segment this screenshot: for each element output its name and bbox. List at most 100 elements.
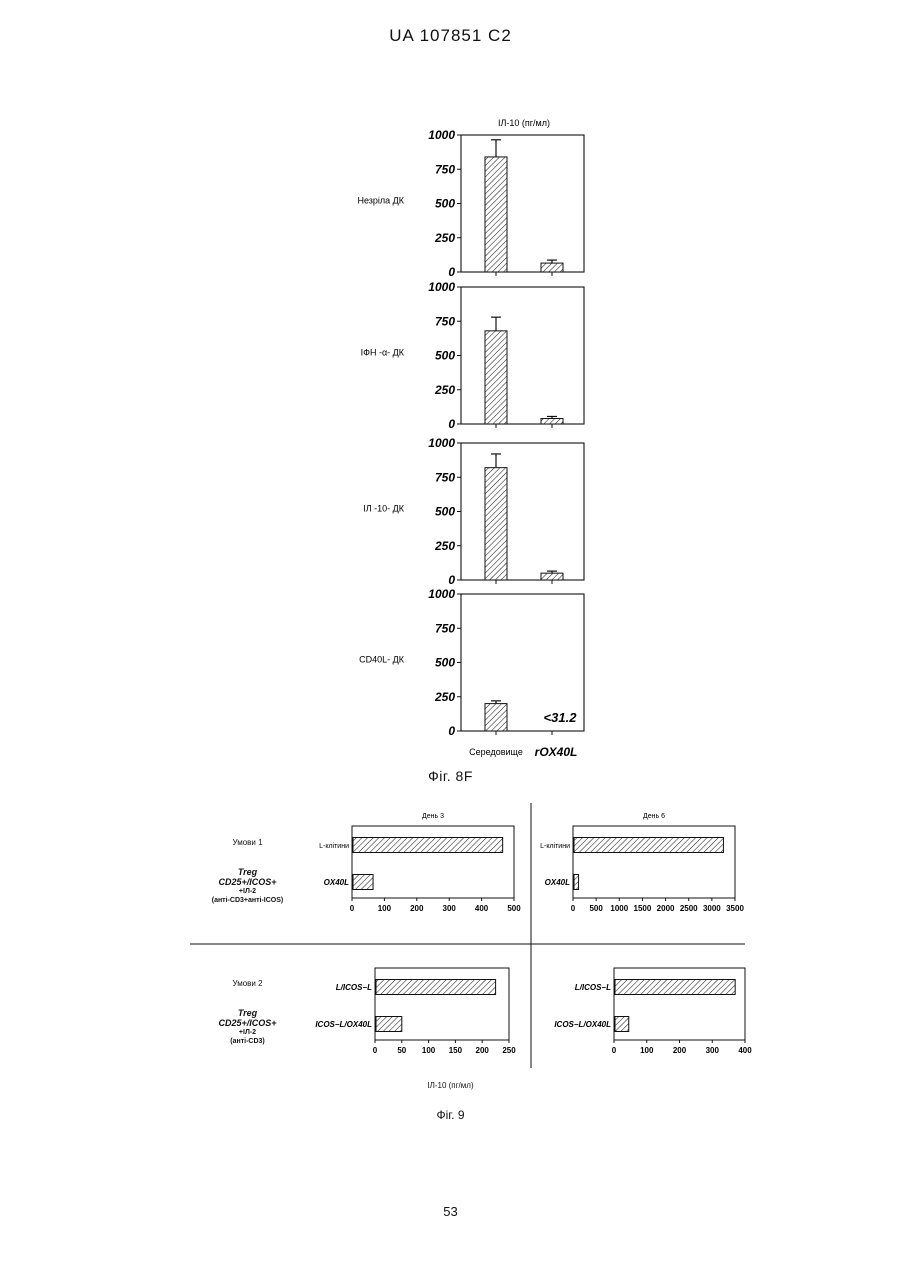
fig9-chart-3: L/ICOS−LICOS−L/OX40L050100150200250 xyxy=(315,968,516,1055)
y-tick-label: 500 xyxy=(435,656,455,670)
y-tick-label: 0 xyxy=(448,417,455,431)
y-tick-label: 500 xyxy=(435,349,455,363)
plot-frame xyxy=(461,443,584,580)
plot-frame xyxy=(461,287,584,424)
fig8-panel-2: ІФН -α- ДК 0 250 500 750 1000 xyxy=(361,280,584,431)
bar-ox40l xyxy=(574,875,579,890)
fig8-panel-1: Незріла ДК 0 250 500 750 1000 xyxy=(357,128,584,279)
bar-ox40l xyxy=(353,875,373,890)
fig8-measure-label: ІЛ-10 (пг/мл) xyxy=(498,118,550,128)
bar-medium xyxy=(485,157,507,272)
x-tick-label: 250 xyxy=(502,1046,516,1055)
y-tick-label: 0 xyxy=(448,724,455,738)
condition-1-title: Умови 1 xyxy=(190,838,305,847)
condition-2-block: Умови 2 Treg CD25+/ICOS+ +ІЛ-2 (анті-CD3… xyxy=(190,979,305,1046)
bar-control xyxy=(376,980,496,995)
x-tick-label: 2000 xyxy=(657,904,675,913)
fig8-panel-3: ІЛ -10- ДК 0 250 500 750 1000 xyxy=(363,436,584,587)
bar-medium xyxy=(485,704,507,731)
x-tick-label: 200 xyxy=(476,1046,490,1055)
fig9-caption: Фіг. 9 xyxy=(0,1108,901,1122)
below-detection-annotation: <31.2 xyxy=(544,710,578,725)
bar-medium xyxy=(485,468,507,580)
fig9-chart-2: День 6L-клітиниOX40L05001000150020002500… xyxy=(540,813,744,913)
x-category-label-rox40l: rOX40L xyxy=(535,745,578,759)
plot-frame xyxy=(614,968,745,1040)
fig9-chart-1: День 3 L-клітиниOX40L 0 100 200 300 400 500 xyxy=(319,813,521,913)
fig9-chart-4: L/ICOS−LICOS−L/OX40L0100200300400 xyxy=(554,968,752,1055)
condition-2-title: Умови 2 xyxy=(190,979,305,988)
x-tick-label: 400 xyxy=(738,1046,752,1055)
bar-ox40l xyxy=(376,1017,402,1032)
condition-1-block: Умови 1 Treg CD25+/ICOS+ +ІЛ-2 (анті-CD3… xyxy=(190,838,305,905)
x-tick-label: 1500 xyxy=(634,904,652,913)
x-tick-label: 100 xyxy=(378,904,392,913)
bar-rox40l xyxy=(541,263,563,272)
fig9-charts: День 3L-клітиниOX40L0100200300400500День… xyxy=(315,813,752,1055)
bar-ox40l xyxy=(615,1017,629,1032)
x-tick-label: 500 xyxy=(589,904,603,913)
category-label: OX40L xyxy=(324,878,349,887)
x-tick-label: 2500 xyxy=(680,904,698,913)
category-label: ICOS−L/OX40L xyxy=(554,1020,611,1029)
y-tick-label: 750 xyxy=(435,470,455,484)
x-tick-label: 50 xyxy=(397,1046,406,1055)
fig9-x-axis-label: ІЛ-10 (пг/мл) xyxy=(0,1081,901,1090)
fig8-panel-4: CD40L- ДК02505007501000<31.2 xyxy=(359,587,584,738)
x-tick-label: 400 xyxy=(475,904,489,913)
y-tick-label: 0 xyxy=(448,265,455,279)
y-tick-label: 250 xyxy=(434,690,455,704)
x-tick-label: 0 xyxy=(612,1046,617,1055)
condition-2-cells: Treg xyxy=(190,1008,305,1018)
panel-side-label: Незріла ДК xyxy=(357,196,404,206)
plot-frame xyxy=(573,826,735,898)
condition-2-markers: CD25+/ICOS+ xyxy=(190,1018,305,1028)
condition-2-cytokine: +ІЛ-2 xyxy=(190,1028,305,1037)
bar-rox40l xyxy=(541,419,563,424)
x-tick-label: 0 xyxy=(373,1046,378,1055)
y-tick-label: 0 xyxy=(448,573,455,587)
x-tick-label: 300 xyxy=(443,904,457,913)
condition-1-cells: Treg xyxy=(190,867,305,877)
category-label: L/ICOS−L xyxy=(575,983,611,992)
y-tick-label: 500 xyxy=(435,505,455,519)
fig8-panels: Незріла ДК02505007501000ІФН -α- ДК025050… xyxy=(357,128,584,759)
x-tick-label: 100 xyxy=(422,1046,436,1055)
y-tick-label: 750 xyxy=(435,162,455,176)
bar-control xyxy=(615,980,735,995)
x-tick-label: 500 xyxy=(507,904,521,913)
panel-side-label: ІЛ -10- ДК xyxy=(363,504,405,514)
fig8-caption: Фіг. 8F xyxy=(0,768,901,784)
x-tick-label: 1000 xyxy=(610,904,628,913)
condition-1-stimulus: (анті-CD3+анті-ICOS) xyxy=(190,896,305,905)
chart-title: День 3 xyxy=(422,813,444,820)
category-label: L-клітини xyxy=(319,842,349,850)
y-tick-label: 1000 xyxy=(428,436,455,450)
chart-title: День 6 xyxy=(643,813,665,820)
plot-frame xyxy=(461,135,584,272)
y-tick-label: 500 xyxy=(435,197,455,211)
x-tick-label: 0 xyxy=(350,904,355,913)
x-tick-label: 150 xyxy=(449,1046,463,1055)
y-tick-label: 1000 xyxy=(428,280,455,294)
x-category-label-medium: Середовище xyxy=(469,747,523,757)
bar-medium xyxy=(485,331,507,424)
panel-side-label: ІФН -α- ДК xyxy=(361,348,405,358)
x-tick-label: 200 xyxy=(673,1046,687,1055)
bar-control xyxy=(353,838,503,853)
y-tick-label: 250 xyxy=(434,231,455,245)
y-tick-label: 1000 xyxy=(428,587,455,601)
bar-rox40l xyxy=(541,573,563,580)
category-label: OX40L xyxy=(545,878,570,887)
x-tick-label: 100 xyxy=(640,1046,654,1055)
y-tick-label: 250 xyxy=(434,383,455,397)
bar-control xyxy=(574,838,723,853)
condition-1-markers: CD25+/ICOS+ xyxy=(190,877,305,887)
category-label: L/ICOS−L xyxy=(336,983,372,992)
x-tick-label: 200 xyxy=(410,904,424,913)
y-tick-label: 250 xyxy=(434,539,455,553)
condition-2-stimulus: (анті-CD3) xyxy=(190,1037,305,1046)
y-tick-label: 1000 xyxy=(428,128,455,142)
category-label: L-клітини xyxy=(540,842,570,850)
y-tick-label: 750 xyxy=(435,314,455,328)
